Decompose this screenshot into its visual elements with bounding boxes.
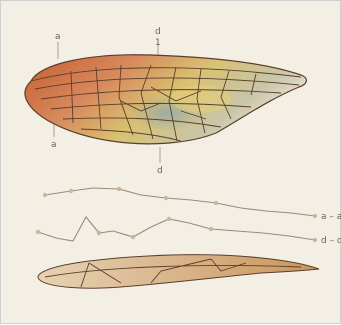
section-dd-point xyxy=(36,230,40,234)
label-a-bottom: a xyxy=(51,140,57,150)
label-section-aa: a – a xyxy=(321,212,341,222)
section-aa-point xyxy=(214,201,218,205)
cross-section-dd xyxy=(36,217,317,242)
section-dd-point xyxy=(97,231,101,235)
label-d-top: d xyxy=(155,27,161,37)
section-aa-point xyxy=(117,187,121,191)
section-dd-line xyxy=(38,217,315,241)
section-dd-point xyxy=(131,235,135,239)
label-d-top-mark: 1 xyxy=(155,38,161,48)
cross-section-aa xyxy=(43,187,317,218)
section-dd-point xyxy=(209,227,213,231)
section-aa-point xyxy=(313,214,317,218)
insect-wing xyxy=(25,55,307,144)
section-aa-line xyxy=(45,188,315,216)
section-aa-point xyxy=(69,189,73,193)
section-aa-point xyxy=(164,196,168,200)
wing-side-view xyxy=(38,255,319,289)
side-view-membrane xyxy=(38,255,319,289)
section-dd-point xyxy=(167,217,171,221)
section-dd-point xyxy=(313,238,317,242)
label-d-bottom: d xyxy=(157,166,163,176)
label-section-dd: d – d xyxy=(321,236,341,246)
label-a-top: a xyxy=(55,32,61,42)
section-aa-point xyxy=(43,193,47,197)
